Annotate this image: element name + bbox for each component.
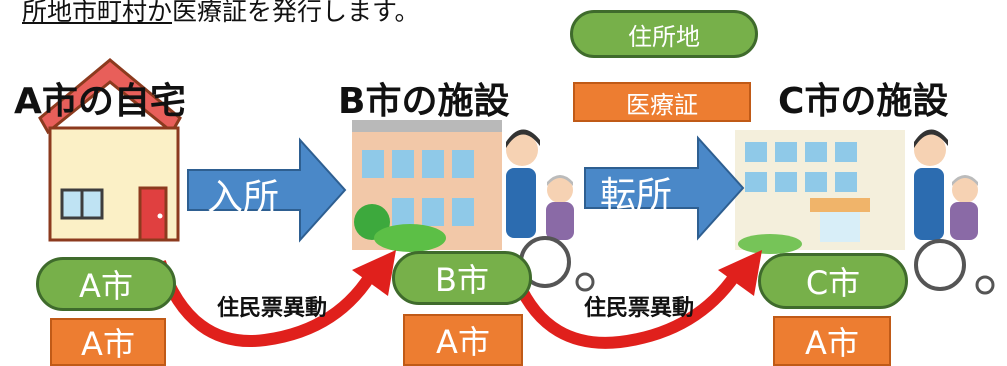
medical-card-c: A市 bbox=[773, 316, 891, 366]
address-pill-a: A市 bbox=[36, 257, 176, 311]
address-pill-c: C市 bbox=[758, 253, 908, 309]
facility-c-illustration bbox=[735, 129, 995, 295]
location-title-c: C市の施設 bbox=[778, 81, 949, 122]
address-pill-b: B市 bbox=[392, 251, 532, 305]
red-move-arrow-2 bbox=[512, 264, 746, 349]
arrow-label-nyusho: 入所 bbox=[207, 177, 280, 218]
facility-b-illustration bbox=[352, 120, 595, 292]
location-title-a: A市の自宅 bbox=[14, 81, 186, 122]
arrow-tensho bbox=[584, 135, 745, 241]
move-label-1: 住民票異動 bbox=[217, 296, 328, 321]
arrow-label-tensho: 転所 bbox=[600, 175, 673, 216]
location-title-b: B市の施設 bbox=[338, 81, 510, 122]
red-move-arrow-1 bbox=[154, 260, 381, 347]
move-label-2: 住民票異動 bbox=[584, 296, 695, 321]
medical-card-b: A市 bbox=[403, 314, 523, 366]
medical-card-a: A市 bbox=[50, 318, 166, 366]
arrow-nyusho bbox=[187, 137, 347, 243]
legend-medical-card: 医療証 bbox=[573, 82, 751, 122]
caption-underlined: 所地市町村か bbox=[22, 0, 173, 26]
caption-text: 所地市町村か医療証を発行します。 bbox=[22, 0, 420, 28]
house-illustration bbox=[38, 58, 182, 242]
legend-address-pill: 住所地 bbox=[570, 10, 758, 58]
caption-rest: 医療証を発行します。 bbox=[172, 0, 420, 26]
